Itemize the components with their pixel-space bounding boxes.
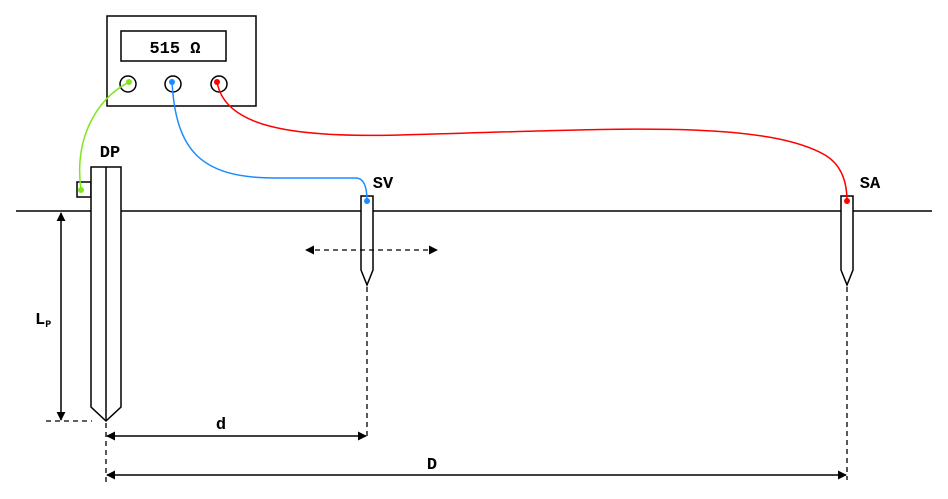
sa-label: SA	[860, 175, 881, 194]
sv-electrode	[360, 195, 374, 288]
green-dot	[78, 187, 84, 193]
D-label: D	[427, 456, 437, 475]
sv-label: SV	[373, 175, 394, 194]
sa-electrode	[840, 195, 854, 288]
dp-label: DP	[100, 144, 120, 163]
dp-electrode	[76, 166, 122, 423]
meter-reading: 515 Ω	[149, 40, 200, 59]
green-dot	[126, 79, 132, 85]
blue-dot	[169, 79, 175, 85]
green-wire	[79, 81, 130, 191]
meter-display	[120, 30, 227, 62]
lp-label: LP	[35, 311, 51, 331]
red-dot	[214, 79, 220, 85]
blue-dot	[364, 198, 370, 204]
resistance-meter: 515 Ω	[106, 15, 257, 107]
red-wire	[216, 81, 848, 202]
blue-wire	[171, 81, 368, 202]
red-dot	[844, 198, 850, 204]
d-label: d	[216, 416, 226, 435]
